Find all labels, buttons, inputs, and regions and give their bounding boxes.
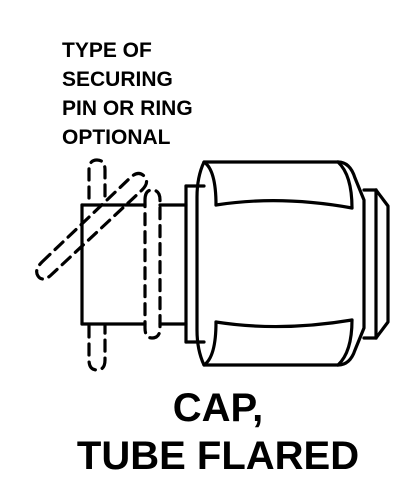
cap-collar [184, 184, 206, 344]
note-line-4: OPTIONAL [62, 126, 171, 149]
note-line-3: PIN OR RING [62, 97, 193, 120]
optional-pin-note: TYPE OF SECURING PIN OR RING OPTIONAL [62, 36, 193, 152]
hex-nut [195, 160, 366, 367]
note-line-1: TYPE OF [62, 39, 152, 62]
cap-body [80, 203, 188, 326]
securing-ring [143, 188, 162, 340]
note-line-2: SECURING [62, 68, 173, 91]
securing-pin-bottom [87, 324, 107, 372]
title-line-1: CAP, [172, 386, 264, 430]
flared-end [362, 188, 390, 340]
securing-pin-diagonal [35, 171, 149, 281]
title-line-2: TUBE FLARED [76, 434, 360, 478]
securing-pin-top [87, 158, 107, 200]
